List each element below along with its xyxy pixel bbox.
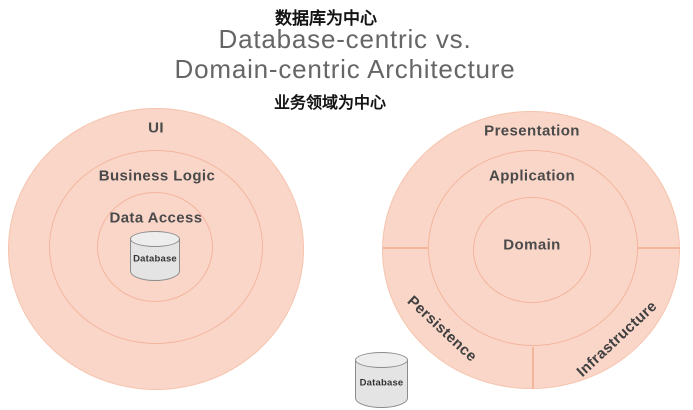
label-data-access: Data Access bbox=[109, 209, 203, 227]
label-application: Application bbox=[488, 167, 576, 185]
left-middle-ring-business-logic bbox=[49, 150, 263, 344]
label-ui: UI bbox=[148, 119, 164, 137]
sector-divider-right bbox=[637, 247, 680, 249]
page-title: Database-centric vs. Domain-centric Arch… bbox=[175, 24, 516, 84]
label-business-logic: Business Logic bbox=[98, 167, 216, 185]
right-inner-ring-domain bbox=[473, 197, 591, 303]
sector-divider-bottom bbox=[532, 347, 534, 389]
left-database-label: Database bbox=[133, 253, 177, 265]
title-line-1: Database-centric vs. bbox=[218, 24, 472, 54]
right-database-label: Database bbox=[359, 377, 404, 389]
title-line-2: Domain-centric Architecture bbox=[174, 54, 516, 84]
cylinder-top-ellipse bbox=[130, 231, 180, 247]
sector-divider-left bbox=[383, 247, 429, 249]
cylinder-body bbox=[355, 360, 408, 408]
left-database-cylinder: Database bbox=[130, 231, 180, 281]
label-presentation: Presentation bbox=[484, 122, 580, 140]
right-database-cylinder: Database bbox=[355, 352, 408, 408]
cylinder-top-ellipse bbox=[355, 352, 408, 368]
label-domain: Domain bbox=[503, 236, 561, 254]
annotation-database-centric: 数据库为中心 bbox=[275, 9, 377, 28]
annotation-domain-centric: 业务领域为中心 bbox=[273, 95, 387, 112]
